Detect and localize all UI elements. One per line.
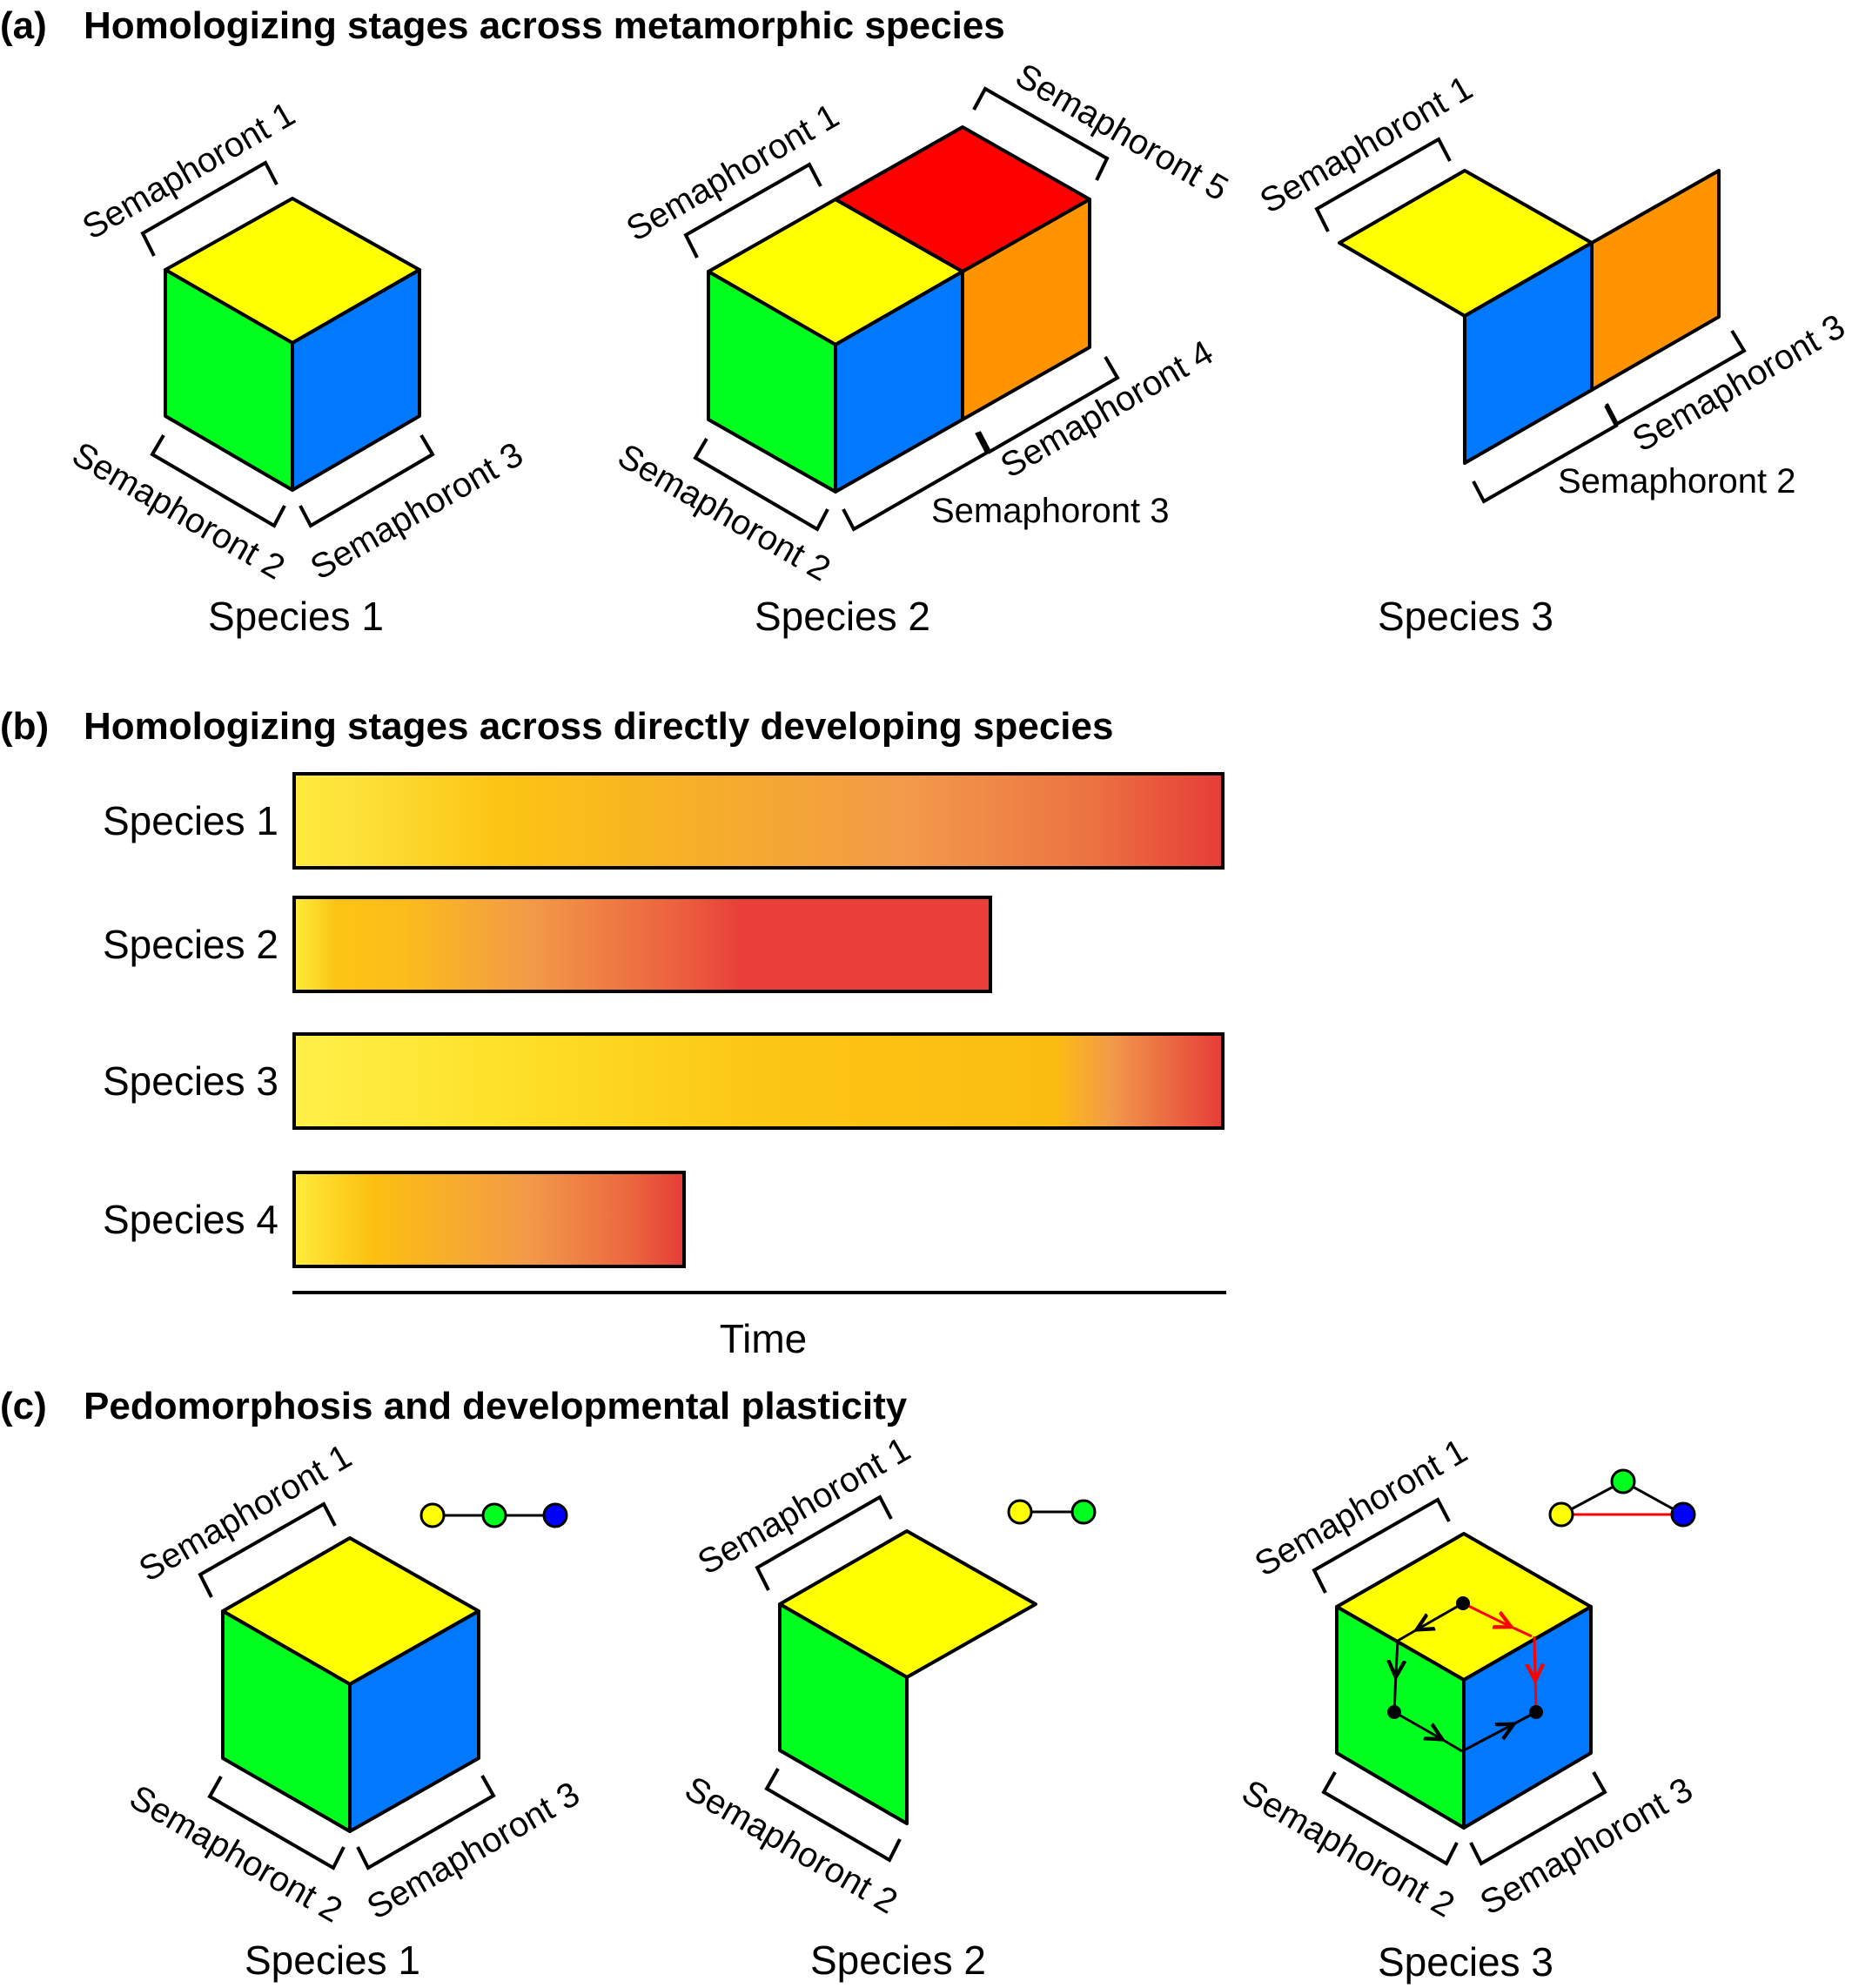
panel-b-title: Homologizing stages across directly deve… [84,705,1113,748]
node-yellow [419,1502,446,1528]
panel-c-species3-network [1548,1468,1696,1528]
panel-c-letter: (c) [0,1385,47,1427]
time-axis-label: Time [720,1316,808,1361]
panel-a-species3-name: Species 3 [1378,594,1553,639]
path-node [1387,1705,1401,1719]
panel-c-species3-cube [1335,1532,1593,1830]
panel-a-species2-name: Species 2 [755,594,930,639]
path-node [1529,1705,1543,1719]
panel-a-species2-cube [707,125,1091,494]
path-black-2 [1397,1626,1421,1642]
path-red-2 [1506,1623,1533,1638]
panel-a-letter: (a) [0,4,47,47]
front-face-orange [1590,169,1721,392]
panel-b-letter: (b) [0,705,49,748]
bracket-c1-s1 [198,1501,337,1598]
bracket-a2-s1 [683,162,822,259]
timeline-label-species-3: Species 3 [103,1058,278,1104]
path-black-1 [1420,1602,1464,1628]
label-a3-s2: Semaphoront 2 [1558,462,1796,500]
node-blue [1670,1501,1696,1528]
bracket-c1-s2 [207,1776,346,1870]
bracket-a2-s3 [842,432,990,532]
bracket-a2-s2 [693,437,829,532]
path-black-5 [1393,1710,1439,1737]
panel-c-species1-network [419,1502,568,1528]
panel-c-species2-network [1007,1499,1097,1525]
node-yellow [1548,1501,1574,1528]
node-green [1610,1468,1636,1494]
path-red-1 [1462,1602,1507,1625]
bracket-c3-s2 [1321,1771,1459,1866]
timeline-label-species-1: Species 1 [103,798,278,843]
right-face-blue [291,268,421,492]
path-node [1456,1596,1470,1610]
bracket-a2-s4 [977,355,1120,454]
panel-c-species3-name: Species 3 [1378,1939,1553,1985]
bracket-a1-s1 [140,160,278,257]
panel-c-species1-name: Species 1 [245,1938,420,1983]
panel-a-species3-shape [1338,169,1721,465]
bracket-a2-s5 [972,86,1110,181]
node-green [481,1502,507,1528]
node-yellow [1007,1499,1033,1525]
bracket-a1-s2 [150,433,286,528]
path-black-3 [1396,1640,1398,1673]
panel-b-bars: Species 1 Species 2 Species 3 Species 4 [103,772,1225,1268]
bracket-a3-s3 [1605,329,1747,426]
panel-c-species1-cube [221,1536,480,1833]
bracket-c3-s3 [1469,1771,1607,1866]
node-blue [542,1502,568,1528]
bracket-c3-s1 [1312,1497,1451,1594]
panel-c-species2-shape [778,1529,1037,1825]
node-green [1070,1499,1097,1525]
path-red-3 [1534,1635,1535,1676]
right-face-blue [348,1609,480,1833]
timeline-label-species-4: Species 4 [103,1197,278,1242]
path-black-7 [1461,1726,1510,1753]
timeline-bar-species-1 [292,772,1225,870]
timeline-bar-species-2 [292,896,992,993]
label-a2-s3: Semaphoront 3 [931,492,1170,530]
left-face-green [778,1602,909,1825]
path-black-6 [1438,1736,1463,1753]
front-face-orange [961,198,1091,421]
bracket-a3-s1 [1314,137,1452,232]
timeline-label-species-2: Species 2 [103,922,278,967]
timeline-bar-species-4 [292,1171,686,1268]
panel-a-title: Homologizing stages across metamorphic s… [84,4,1005,47]
panel-a-species1-name: Species 1 [208,594,384,639]
bracket-a1-s3 [299,433,435,528]
panel-c-species2-name: Species 2 [810,1938,986,1983]
panel-a-species1-cube [164,197,421,492]
timeline-bar-species-3 [292,1032,1225,1130]
bracket-c2-s1 [755,1494,893,1591]
bracket-c1-s3 [356,1775,496,1870]
panel-c-title: Pedomorphosis and developmental plastici… [84,1385,908,1427]
bracket-c2-s2 [764,1768,902,1863]
panel-c-species3-pathways [1387,1596,1543,1753]
